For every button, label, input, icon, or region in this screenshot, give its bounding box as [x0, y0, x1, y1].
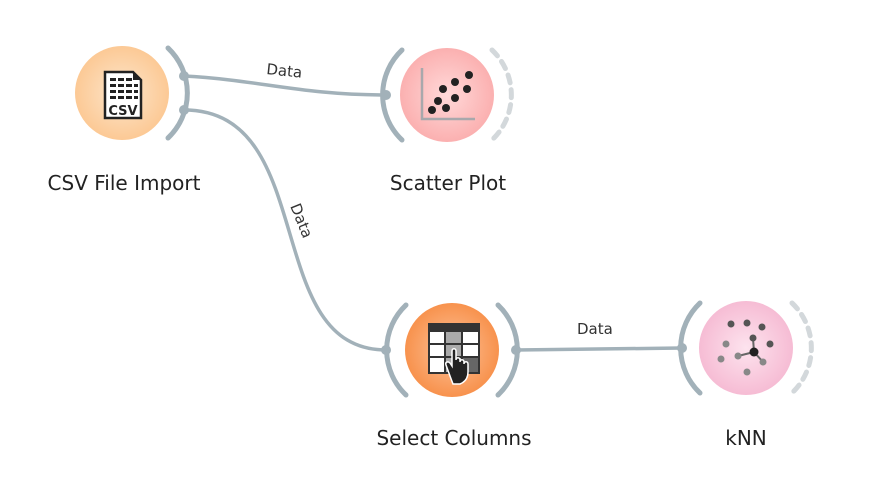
link-select-knn[interactable] — [515, 346, 683, 352]
node-label-knn[interactable]: kNN — [725, 426, 767, 450]
node-knn[interactable] — [677, 300, 814, 396]
output-anchor-dot[interactable] — [179, 71, 189, 81]
node-scatter-plot[interactable] — [380, 47, 514, 143]
scatter-plot-icon — [420, 68, 475, 121]
node-label-select-columns[interactable]: Select Columns — [376, 426, 532, 450]
link-csv-select[interactable] — [183, 108, 387, 352]
input-anchor-dot[interactable] — [381, 90, 391, 100]
output-anchor-arc-inactive[interactable] — [789, 300, 814, 396]
node-select-columns[interactable] — [381, 302, 521, 398]
node-csv-file-import[interactable]: CSV — [75, 45, 190, 141]
output-anchor-arc-inactive[interactable] — [489, 47, 514, 143]
link-csv-scatter[interactable] — [183, 74, 387, 97]
input-anchor-dot[interactable] — [381, 345, 391, 355]
output-anchor-arc[interactable] — [165, 45, 190, 141]
csv-file-icon: CSV — [103, 70, 143, 120]
select-columns-icon — [428, 323, 480, 385]
knn-icon — [717, 319, 774, 376]
node-label-csv-file-import[interactable]: CSV File Import — [47, 171, 201, 195]
svg-text:CSV: CSV — [108, 104, 137, 119]
output-anchor-dot[interactable] — [511, 345, 521, 355]
node-label-scatter-plot[interactable]: Scatter Plot — [389, 171, 507, 195]
input-anchor-dot[interactable] — [677, 343, 687, 353]
link-label-select-knn: Data — [577, 320, 613, 338]
output-anchor-dot[interactable] — [179, 105, 189, 115]
link-label-csv-scatter: Data — [266, 60, 304, 82]
